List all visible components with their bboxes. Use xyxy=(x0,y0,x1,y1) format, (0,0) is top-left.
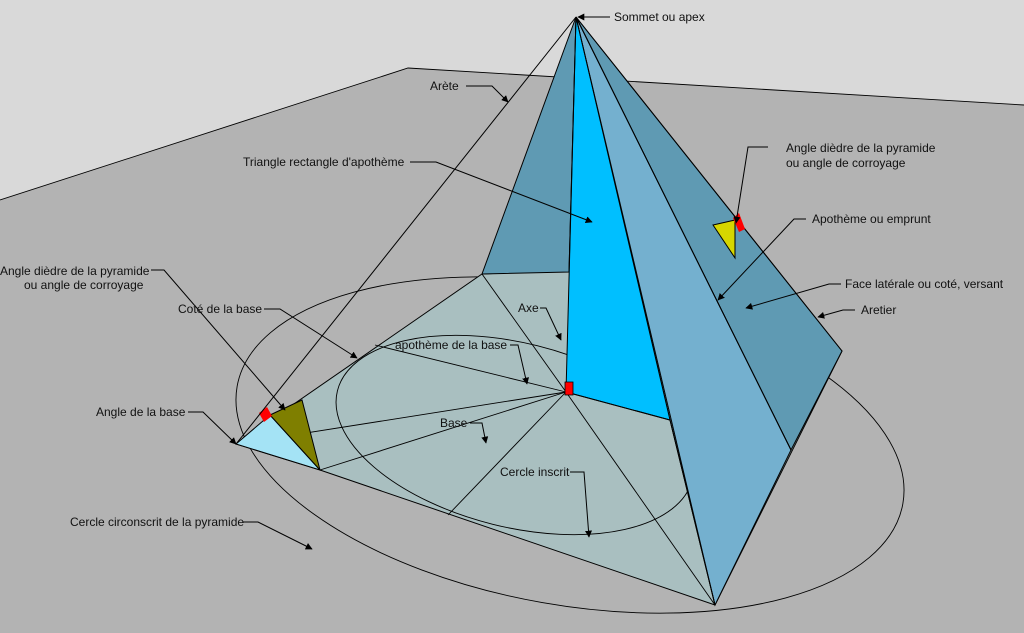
label-edge: Arète xyxy=(430,79,459,93)
leader-lines xyxy=(151,13,855,550)
leader-edge xyxy=(466,85,509,103)
leader-circumscribed xyxy=(243,521,313,550)
leader-axis xyxy=(540,307,562,341)
label-base: Base xyxy=(440,416,468,430)
leader-dihedral-left xyxy=(151,269,286,411)
leader-base-angle xyxy=(188,411,237,445)
leader-lateral-face xyxy=(745,283,841,310)
leader-apothem-triangle xyxy=(410,161,593,224)
label-apothem: Apothème ou emprunt xyxy=(812,212,931,226)
label-dihedral-right-1: Angle dièdre de la pyramide xyxy=(786,141,936,155)
dihedral-marker-left xyxy=(269,399,321,471)
dihedral-marker-right xyxy=(712,219,736,260)
pyramid-edges xyxy=(235,16,843,606)
label-inscribed-circle: Cercle inscrit xyxy=(500,465,570,479)
label-axis: Axe xyxy=(518,301,539,315)
label-base-angle: Angle de la base xyxy=(96,405,186,419)
background-sky xyxy=(0,0,1024,200)
label-dihedral-left-2: ou angle de corroyage xyxy=(24,278,144,292)
label-base-apothem: apothème de la base xyxy=(395,338,507,352)
label-base-side: Coté de la base xyxy=(178,302,262,316)
leader-hip xyxy=(817,309,855,319)
label-hip: Aretier xyxy=(861,303,896,317)
label-dihedral-left-1: Angle dièdre de la pyramide xyxy=(0,264,150,278)
label-apex: Sommet ou apex xyxy=(614,10,705,24)
labels: Sommet ou apex Arète Triangle rectangle … xyxy=(0,10,1004,529)
leader-base-side xyxy=(264,308,358,359)
leader-dihedral-right xyxy=(733,146,768,224)
label-apothem-triangle: Triangle rectangle d'apothème xyxy=(243,155,405,169)
leader-apothem xyxy=(717,218,806,301)
leader-base xyxy=(470,422,489,444)
label-lateral-face: Face latérale ou coté, versant xyxy=(845,277,1004,291)
leader-base-apothem xyxy=(510,344,529,385)
right-angle-marker-center xyxy=(564,381,574,396)
label-dihedral-right-2: ou angle de corroyage xyxy=(786,156,906,170)
label-circumscribed: Cercle circonscrit de la pyramide xyxy=(70,515,244,529)
ground-edge xyxy=(0,67,1024,201)
leader-inscribed-circle xyxy=(570,471,593,538)
